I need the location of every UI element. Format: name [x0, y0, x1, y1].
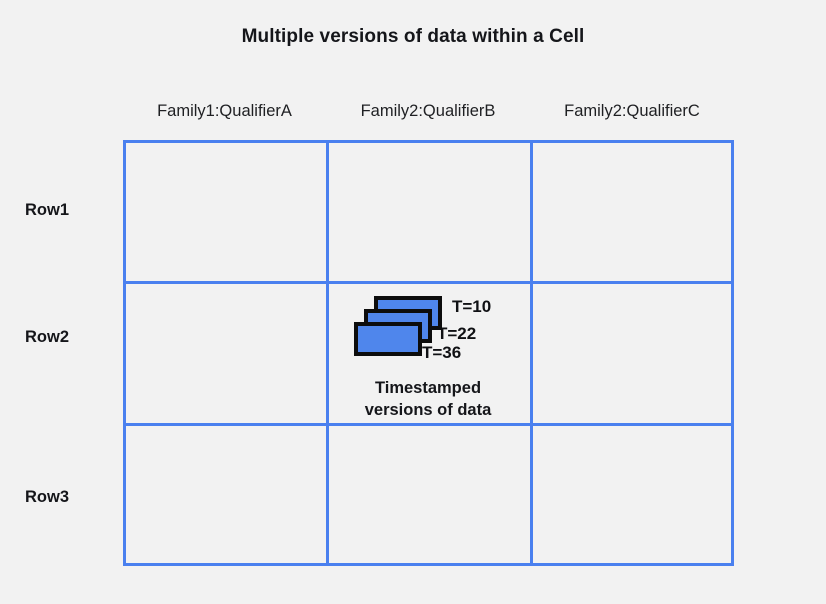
grid-line-horizontal-1 [123, 281, 734, 284]
column-header-family1-qualifiera: Family1:QualifierA [157, 102, 292, 120]
stack-caption: Timestamped versions of data [326, 377, 530, 421]
stack-caption-line-2: versions of data [364, 401, 492, 419]
version-card-stack [354, 296, 444, 356]
row-label-row3: Row3 [25, 488, 70, 506]
cell-grid [123, 140, 734, 566]
row-label-row1: Row1 [25, 201, 70, 219]
version-card-t36 [354, 322, 422, 356]
grid-line-horizontal-bottom [123, 563, 734, 566]
version-label-t10: T=10 [452, 297, 492, 316]
stack-caption-line-1: Timestamped [374, 379, 482, 397]
row-label-row2: Row2 [25, 328, 70, 346]
grid-cell-row3-col3 [530, 423, 734, 566]
grid-line-horizontal-2 [123, 423, 734, 426]
grid-cell-row3-col2 [326, 423, 530, 566]
grid-cell-row1-col1 [123, 140, 326, 281]
column-header-family2-qualifierb: Family2:QualifierB [360, 102, 496, 120]
grid-cell-row1-col3 [530, 140, 734, 281]
version-label-t22: T=22 [437, 324, 477, 343]
grid-line-horizontal-top [123, 140, 734, 143]
grid-line-vertical-left [123, 140, 126, 566]
column-header-family2-qualifierc: Family2:QualifierC [564, 102, 700, 120]
grid-cell-row2-col3 [530, 281, 734, 423]
grid-line-vertical-right [731, 140, 734, 566]
grid-cell-row3-col1 [123, 423, 326, 566]
version-label-t36: T=36 [422, 343, 462, 362]
grid-cell-row1-col2 [326, 140, 530, 281]
grid-cell-row2-col1 [123, 281, 326, 423]
grid-line-vertical-2 [530, 140, 533, 566]
grid-line-vertical-1 [326, 140, 329, 566]
page-title: Multiple versions of data within a Cell [241, 26, 585, 47]
